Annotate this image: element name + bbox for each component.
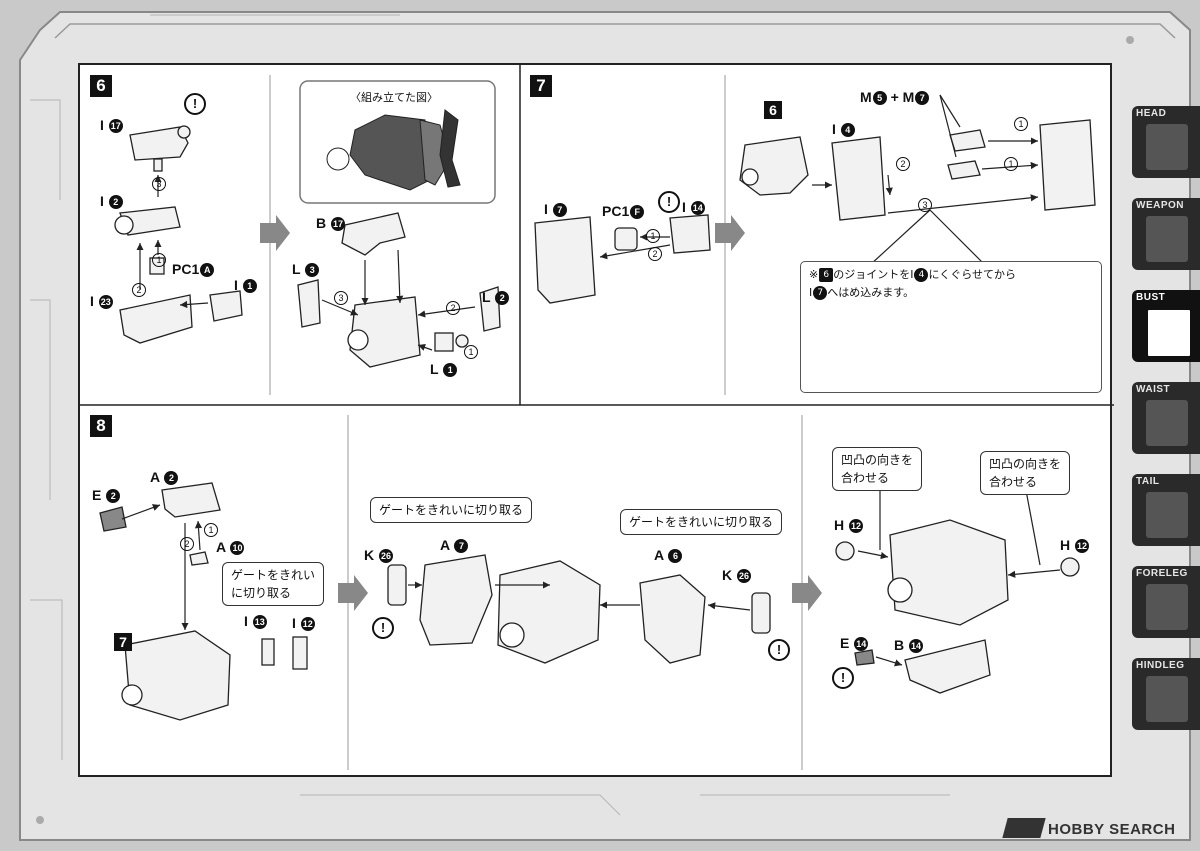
part-label: I 7: [544, 201, 567, 218]
caution-icon: !: [658, 191, 680, 213]
tab-foreleg[interactable]: FORELEG: [1132, 566, 1200, 638]
gate-trim-note: ゲートをきれいに切り取る: [370, 497, 533, 523]
tab-hindleg[interactable]: HINDLEG: [1132, 658, 1200, 730]
tail-icon: [1146, 492, 1188, 538]
caution-icon: !: [184, 93, 206, 115]
order-marker: 1: [152, 253, 166, 267]
ref-step-badge: 6: [764, 101, 782, 119]
caution-icon: !: [832, 667, 854, 689]
order-marker: 1: [204, 523, 218, 537]
part-label: E 2: [92, 487, 121, 504]
order-marker: 1: [1014, 117, 1028, 131]
foreleg-icon: [1146, 584, 1188, 630]
waist-icon: [1146, 400, 1188, 446]
order-marker: 3: [152, 177, 166, 191]
part-label: B 17: [316, 215, 346, 232]
order-marker: 3: [918, 198, 932, 212]
tab-waist[interactable]: WAIST: [1132, 382, 1200, 454]
tab-bust[interactable]: BUST: [1132, 290, 1200, 362]
part-label: K 26: [364, 547, 394, 564]
order-marker: 2: [896, 157, 910, 171]
part-label: A 2: [150, 469, 179, 486]
part-label: L 2: [482, 289, 510, 306]
order-marker: 2: [446, 301, 460, 315]
order-marker: 1: [464, 345, 478, 359]
watermark: HOBBY SEARCH: [1048, 821, 1176, 838]
order-marker: 2: [132, 283, 146, 297]
part-label: I 13: [244, 613, 267, 630]
part-label: I 23: [90, 293, 113, 310]
order-marker: 3: [334, 291, 348, 305]
part-label: K 26: [722, 567, 752, 584]
order-marker: 2: [648, 247, 662, 261]
part-label: B 14: [894, 637, 924, 654]
page-number-badge: [1002, 818, 1046, 838]
part-label: I 1: [234, 277, 257, 294]
part-label: A 6: [654, 547, 683, 564]
tab-weapon[interactable]: WEAPON: [1132, 198, 1200, 270]
part-label: I 14: [682, 199, 705, 216]
part-label: I 2: [100, 193, 123, 210]
alignment-note: 凹凸の向きを合わせる: [980, 451, 1071, 495]
tab-tail[interactable]: TAIL: [1132, 474, 1200, 546]
step-7-number: 7: [530, 75, 552, 97]
part-label: I 12: [292, 615, 315, 632]
head-icon: [1146, 124, 1188, 170]
part-label: I 4: [832, 121, 855, 138]
part-label: L 1: [430, 361, 458, 378]
order-marker: 1: [646, 229, 660, 243]
step-6-number: 6: [90, 75, 112, 97]
tab-head[interactable]: HEAD: [1132, 106, 1200, 178]
gate-trim-note: ゲートをきれいに切り取る: [222, 562, 325, 606]
part-label: A 7: [440, 537, 469, 554]
assembled-view-caption: 〈組み立てた図〉: [350, 91, 438, 104]
order-marker: 1: [1004, 157, 1018, 171]
part-label: L 3: [292, 261, 320, 278]
order-marker: 2: [180, 537, 194, 551]
gate-trim-note: ゲートをきれいに切り取る: [620, 509, 783, 535]
part-label: E 14: [840, 635, 869, 652]
part-label: H 12: [1060, 537, 1090, 554]
part-label: H 12: [834, 517, 864, 534]
weapon-icon: [1146, 216, 1188, 262]
part-label: I 17: [100, 117, 123, 134]
assembly-diagram: [80, 65, 1114, 770]
hindleg-icon: [1146, 676, 1188, 722]
ref-step-badge: 7: [114, 633, 132, 651]
part-label: A 10: [216, 539, 245, 556]
caution-icon: !: [372, 617, 394, 639]
step-8-number: 8: [90, 415, 112, 437]
bust-icon: [1146, 308, 1192, 358]
caution-icon: !: [768, 639, 790, 661]
alignment-note: 凹凸の向きを合わせる: [832, 447, 923, 491]
